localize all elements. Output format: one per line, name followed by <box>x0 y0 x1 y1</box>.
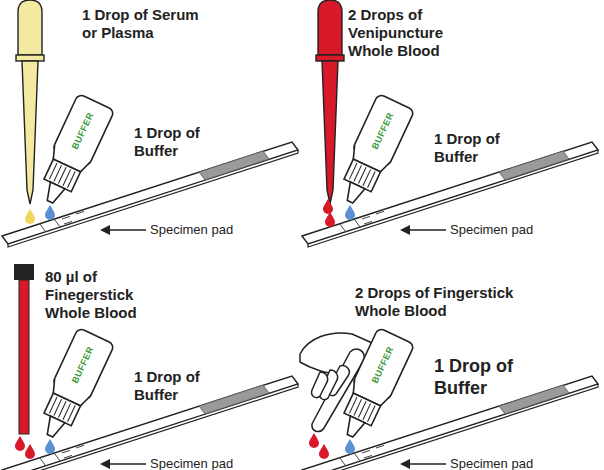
part-label: Specimen pad <box>150 456 233 470</box>
buffer-drop <box>345 439 355 454</box>
buffer-bottle <box>32 328 115 445</box>
buffer-instruction: 1 Drop of Buffer <box>134 124 218 160</box>
panel-capillary-tube <box>2 264 298 470</box>
dropper <box>16 0 44 204</box>
specimen-instruction: 2 Drops of Venipuncture Whole Blood <box>348 6 464 60</box>
serum-drop <box>25 209 35 224</box>
buffer-bottle <box>332 94 415 211</box>
buffer-bottle <box>332 328 415 445</box>
blood-drop <box>309 433 319 448</box>
blood-drop <box>319 444 329 459</box>
panel-fingerstick <box>300 328 598 470</box>
blood-drop <box>325 212 335 227</box>
dropper <box>316 0 344 204</box>
buffer-drop <box>45 439 55 454</box>
panel-venipuncture <box>302 0 598 247</box>
blood-drop <box>15 436 25 451</box>
buffer-instruction: 1 Drop of Buffer <box>434 356 534 399</box>
buffer-instruction: 1 Drop of Buffer <box>434 130 518 166</box>
part-label: Specimen pad <box>450 456 533 470</box>
buffer-drop <box>345 205 355 220</box>
part-label: Specimen pad <box>150 222 233 238</box>
specimen-instruction: 1 Drop of Serum or Plasma <box>82 6 214 42</box>
buffer-bottle <box>32 94 115 211</box>
buffer-instruction: 1 Drop of Buffer <box>134 368 218 404</box>
tube-cap <box>14 264 34 280</box>
buffer-drop <box>45 205 55 220</box>
part-label: Specimen pad <box>450 222 533 238</box>
blood-drop <box>323 199 333 214</box>
specimen-instruction: 80 µl of Finegerstick Whole Blood <box>45 268 155 322</box>
capillary-tube <box>19 280 29 434</box>
panel-serum <box>2 0 298 247</box>
specimen-instruction: 2 Drops of Fingerstick Whole Blood <box>355 284 555 320</box>
blood-drop <box>25 444 35 459</box>
